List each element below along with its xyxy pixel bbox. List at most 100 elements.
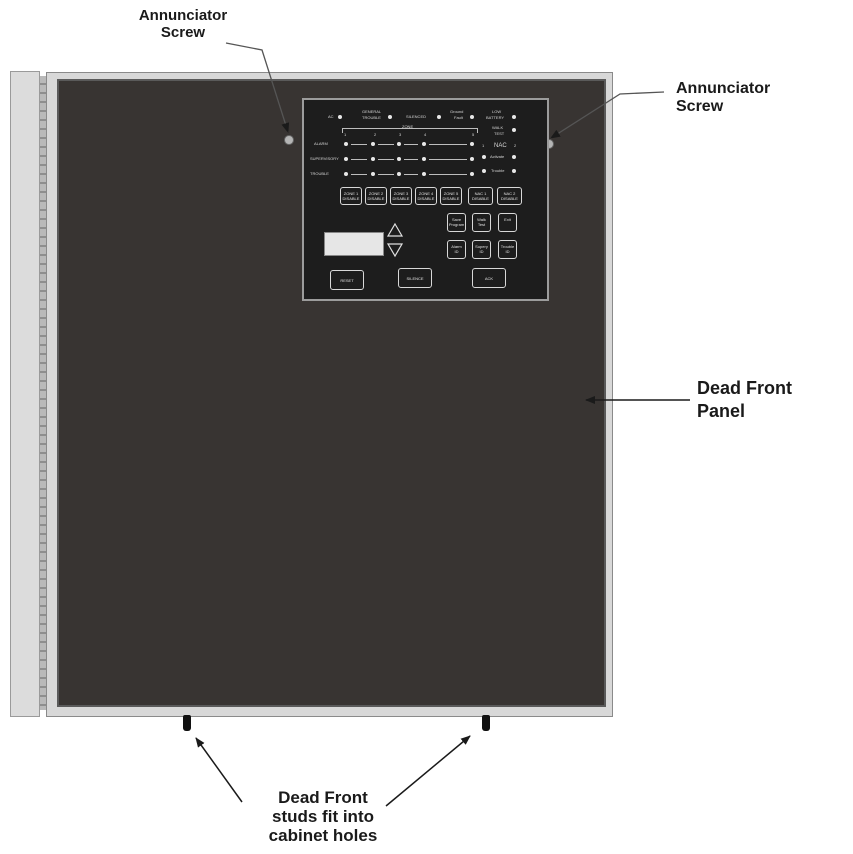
zone-header: ZONE bbox=[402, 124, 414, 129]
zone-2-supervisory-led bbox=[371, 157, 375, 161]
button-label: DISABLE bbox=[367, 196, 385, 201]
button-label: ID bbox=[479, 249, 484, 254]
zone-number: 5 bbox=[472, 132, 475, 137]
silenced-led bbox=[437, 115, 441, 119]
trouble-row-label: TROUBLE bbox=[310, 171, 329, 176]
silenced-label: SILENCED bbox=[406, 114, 427, 119]
button-label: Supery bbox=[475, 244, 488, 249]
zone-number: 1 bbox=[344, 132, 347, 137]
zone-3-trouble-led bbox=[397, 172, 401, 176]
nac-activate-label: Activate bbox=[490, 154, 505, 159]
zone-5-alarm-led bbox=[470, 142, 474, 146]
walk-test-label: WALK bbox=[492, 125, 504, 130]
nac-1-activate-led bbox=[482, 155, 486, 159]
walk-test-led bbox=[512, 128, 516, 132]
button-label: ZONE 3 bbox=[393, 191, 409, 196]
down-arrow-icon[interactable] bbox=[386, 243, 404, 258]
dead-front-studs-callout: Dead Front studs fit into cabinet holes bbox=[258, 788, 388, 845]
low-battery-led bbox=[512, 115, 516, 119]
callout-line: studs fit into bbox=[272, 807, 374, 827]
led-connector bbox=[351, 159, 367, 160]
general-trouble-label: TROUBLE bbox=[362, 115, 381, 120]
nac-header: NAC bbox=[494, 143, 507, 149]
scroll-arrows bbox=[386, 222, 404, 258]
up-arrow-icon[interactable] bbox=[386, 222, 404, 237]
callout-line: Annunciator bbox=[138, 7, 228, 24]
general-trouble-label: GENERAL bbox=[362, 109, 382, 114]
led-connector bbox=[378, 159, 394, 160]
button-label: DISABLE bbox=[417, 196, 435, 201]
led-connector bbox=[404, 144, 418, 145]
button-label: ACK bbox=[484, 276, 494, 281]
zone-2-alarm-led bbox=[371, 142, 375, 146]
supervisory-row-label: SUPERVISORY bbox=[310, 156, 339, 161]
led-connector bbox=[378, 144, 394, 145]
ground-fault-label: Ground bbox=[450, 109, 464, 114]
nac-number: 2 bbox=[514, 143, 517, 148]
annunciator-screw-callout-left: Annunciator Screw bbox=[118, 7, 248, 42]
reset-button[interactable]: RESET bbox=[330, 270, 364, 290]
button-label: RESET bbox=[340, 278, 354, 283]
led-connector bbox=[404, 159, 418, 160]
exit-button[interactable]: Exit bbox=[498, 213, 517, 232]
zone-3-alarm-led bbox=[397, 142, 401, 146]
callout-line: Screw bbox=[676, 97, 724, 115]
annunciator-screw-left bbox=[284, 135, 294, 145]
nac-2-activate-led bbox=[512, 155, 516, 159]
zone-3-supervisory-led bbox=[397, 157, 401, 161]
button-label: Program bbox=[448, 222, 465, 227]
zone-4-trouble-led bbox=[422, 172, 426, 176]
nac-trouble-label: Trouble bbox=[491, 168, 505, 173]
button-label: ID bbox=[505, 249, 510, 254]
low-battery-label: BATTERY bbox=[486, 115, 505, 120]
button-label: DISABLE bbox=[472, 196, 489, 201]
button-label: Save bbox=[451, 217, 462, 222]
callout-line: Dead Front bbox=[278, 788, 368, 807]
callout-line: Panel bbox=[697, 401, 746, 422]
button-label: Test bbox=[477, 222, 486, 227]
cabinet-door-hinge bbox=[10, 71, 40, 717]
nac-2-trouble-led bbox=[512, 169, 516, 173]
led-connector bbox=[429, 159, 467, 160]
button-label: ZONE 2 bbox=[368, 191, 384, 196]
silence-button[interactable]: SILENCE bbox=[398, 268, 432, 288]
button-label: DISABLE bbox=[501, 196, 518, 201]
callout-line: Dead Front bbox=[697, 378, 793, 398]
general-trouble-led bbox=[388, 115, 392, 119]
button-label: ZONE 4 bbox=[418, 191, 434, 196]
led-connector bbox=[351, 144, 367, 145]
callout-line: Annunciator bbox=[676, 80, 771, 97]
led-connector bbox=[429, 144, 467, 145]
ground-fault-label: Fault bbox=[454, 115, 463, 120]
zone-5-trouble-led bbox=[470, 172, 474, 176]
button-label: NAC 2 bbox=[503, 191, 516, 196]
ack-button[interactable]: ACK bbox=[472, 268, 506, 288]
zone-bracket bbox=[342, 128, 478, 133]
zone-1-trouble-led bbox=[344, 172, 348, 176]
button-label: ZONE 5 bbox=[443, 191, 459, 196]
dead-front-stud-left bbox=[183, 715, 191, 731]
button-label: DISABLE bbox=[392, 196, 410, 201]
walk-test-label: TEST bbox=[494, 131, 505, 136]
led-connector bbox=[378, 174, 394, 175]
ac-led bbox=[338, 115, 342, 119]
zone-4-supervisory-led bbox=[422, 157, 426, 161]
zone-2-trouble-led bbox=[371, 172, 375, 176]
annunciator-panel: AC GENERAL TROUBLE SILENCED Ground Fault… bbox=[302, 98, 549, 301]
led-connector bbox=[351, 174, 367, 175]
stud-right-leader bbox=[385, 735, 471, 807]
callout-line: cabinet holes bbox=[268, 826, 378, 846]
button-label: NAC 1 bbox=[474, 191, 487, 196]
